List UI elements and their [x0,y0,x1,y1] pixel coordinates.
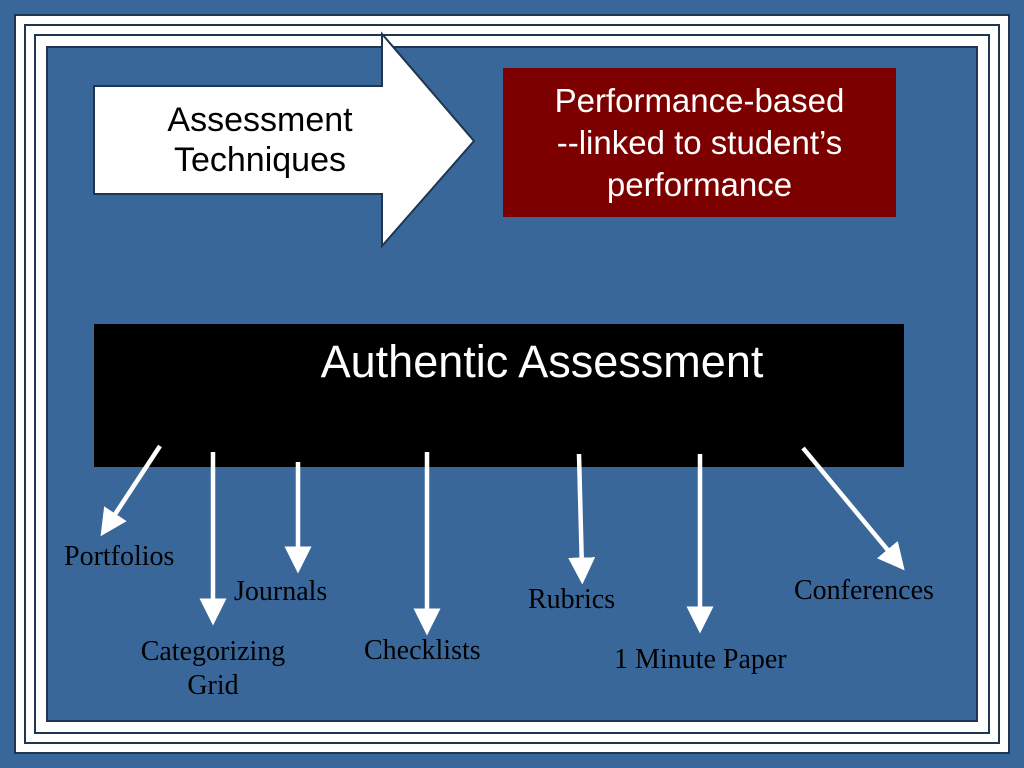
technique-1-minute-paper: 1 Minute Paper [614,644,787,675]
technique-categorizing-grid-line1: Categorizing [140,636,286,667]
arrow-label: Assessment Techniques [110,100,410,180]
technique-rubrics: Rubrics [528,584,616,615]
block-arrow-icon [93,31,476,249]
arrow-to-conferences [801,446,905,571]
block-arrow-shape [93,31,476,249]
technique-portfolios: Portfolios [64,541,175,572]
technique-categorizing-grid-line2: Grid [187,670,239,701]
authentic-assessment-title: Authentic Assessment [320,336,764,387]
technique-categorizing-grid: Categorizing Grid [113,635,313,703]
technique-checklists: Checklists [364,635,481,666]
technique-conferences: Conferences [794,575,934,606]
definition-box: Performance-based --linked to student’s … [503,68,896,217]
definition-line1: Performance-based [554,82,845,119]
arrow-label-line1: Assessment [167,101,353,139]
definition-line3: performance [606,166,793,203]
arrow-label-line2: Techniques [173,141,346,179]
arrow-to-rubrics [568,453,596,585]
technique-journals: Journals [234,576,328,607]
authentic-assessment-box [94,324,904,467]
arrow-to-portfolios [100,444,162,537]
definition-line2: --linked to student’s [556,124,843,161]
